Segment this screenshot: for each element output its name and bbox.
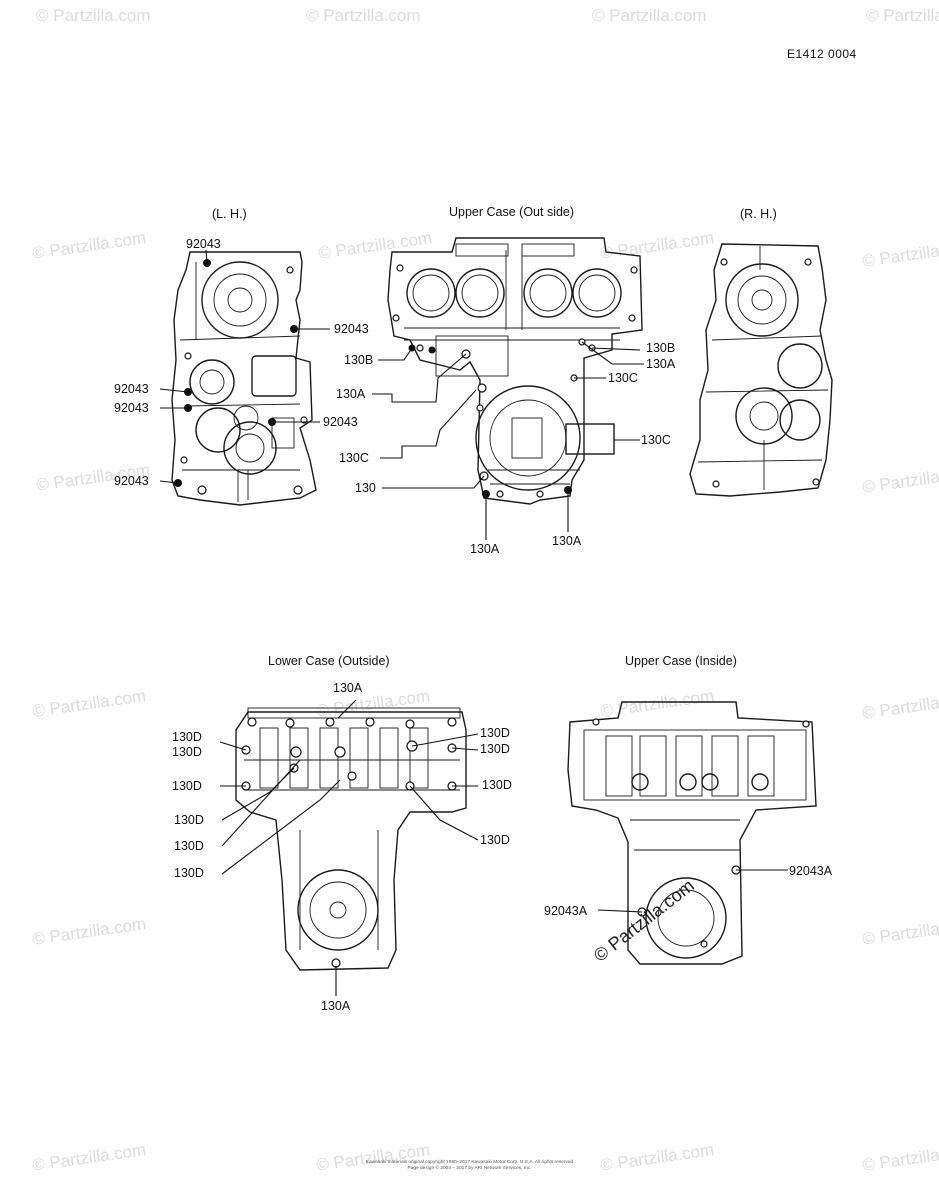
part-label-130d: 130D — [172, 745, 202, 759]
part-label-130d: 130D — [480, 833, 510, 847]
part-label-92043: 92043 — [114, 474, 149, 488]
part-label-92043: 92043 — [114, 401, 149, 415]
part-label-92043: 92043 — [114, 382, 149, 396]
lower-case-outside-title: Lower Case (Outside) — [268, 654, 390, 668]
part-label-130c: 130C — [608, 371, 638, 385]
lh-view-title: (L. H.) — [212, 207, 247, 221]
part-label-92043: 92043 — [186, 237, 221, 251]
upper-case-outside-drawing — [372, 237, 644, 540]
part-label-130d: 130D — [174, 866, 204, 880]
watermark-text: © Partzilla.com — [592, 6, 707, 25]
copyright-footer: Kawasaki materials original copyright 19… — [0, 1160, 939, 1172]
watermark-text: © Partzilla.com — [306, 6, 421, 25]
part-label-130a: 130A — [470, 542, 500, 556]
part-label-92043a: 92043A — [544, 904, 588, 918]
part-label-92043: 92043 — [323, 415, 358, 429]
part-label-130d: 130D — [480, 726, 510, 740]
part-label-130d: 130D — [172, 779, 202, 793]
lower-case-outside-drawing — [219, 699, 479, 996]
watermark-text: © Partzilla.com — [36, 6, 151, 25]
part-label-130c: 130C — [339, 451, 369, 465]
part-label-130a: 130A — [552, 534, 582, 548]
part-label-130d: 130D — [482, 778, 512, 792]
part-label-130a: 130A — [336, 387, 366, 401]
part-label-130a: 130A — [646, 357, 676, 371]
document-code: E1412 0004 — [787, 47, 857, 61]
copyright-line: Kawasaki materials original copyright 19… — [365, 1160, 574, 1165]
part-label-130b: 130B — [344, 353, 374, 367]
part-label-130d: 130D — [174, 813, 204, 827]
part-label-130d: 130D — [174, 839, 204, 853]
copyright-line: Page design © 2004 – 2017 by ARI Network… — [407, 1166, 532, 1171]
rh-view-title: (R. H.) — [740, 207, 777, 221]
part-label-130d: 130D — [172, 730, 202, 744]
part-label-130b: 130B — [646, 341, 676, 355]
upper-case-inside-drawing — [567, 701, 817, 965]
part-label-130c: 130C — [641, 433, 671, 447]
part-label-92043a: 92043A — [789, 864, 833, 878]
part-label-130: 130 — [355, 481, 376, 495]
rh-crankcase-drawing — [689, 243, 833, 497]
upper-case-outside-title: Upper Case (Out side) — [449, 205, 575, 219]
part-label-130a: 130A — [333, 681, 363, 695]
part-label-130d: 130D — [480, 742, 510, 756]
part-label-130a: 130A — [321, 999, 351, 1013]
upper-case-inside-title: Upper Case (Inside) — [625, 654, 737, 668]
watermark-text: © Partzilla.com — [866, 6, 939, 25]
part-label-92043: 92043 — [334, 322, 369, 336]
lh-crankcase-drawing — [159, 249, 330, 506]
